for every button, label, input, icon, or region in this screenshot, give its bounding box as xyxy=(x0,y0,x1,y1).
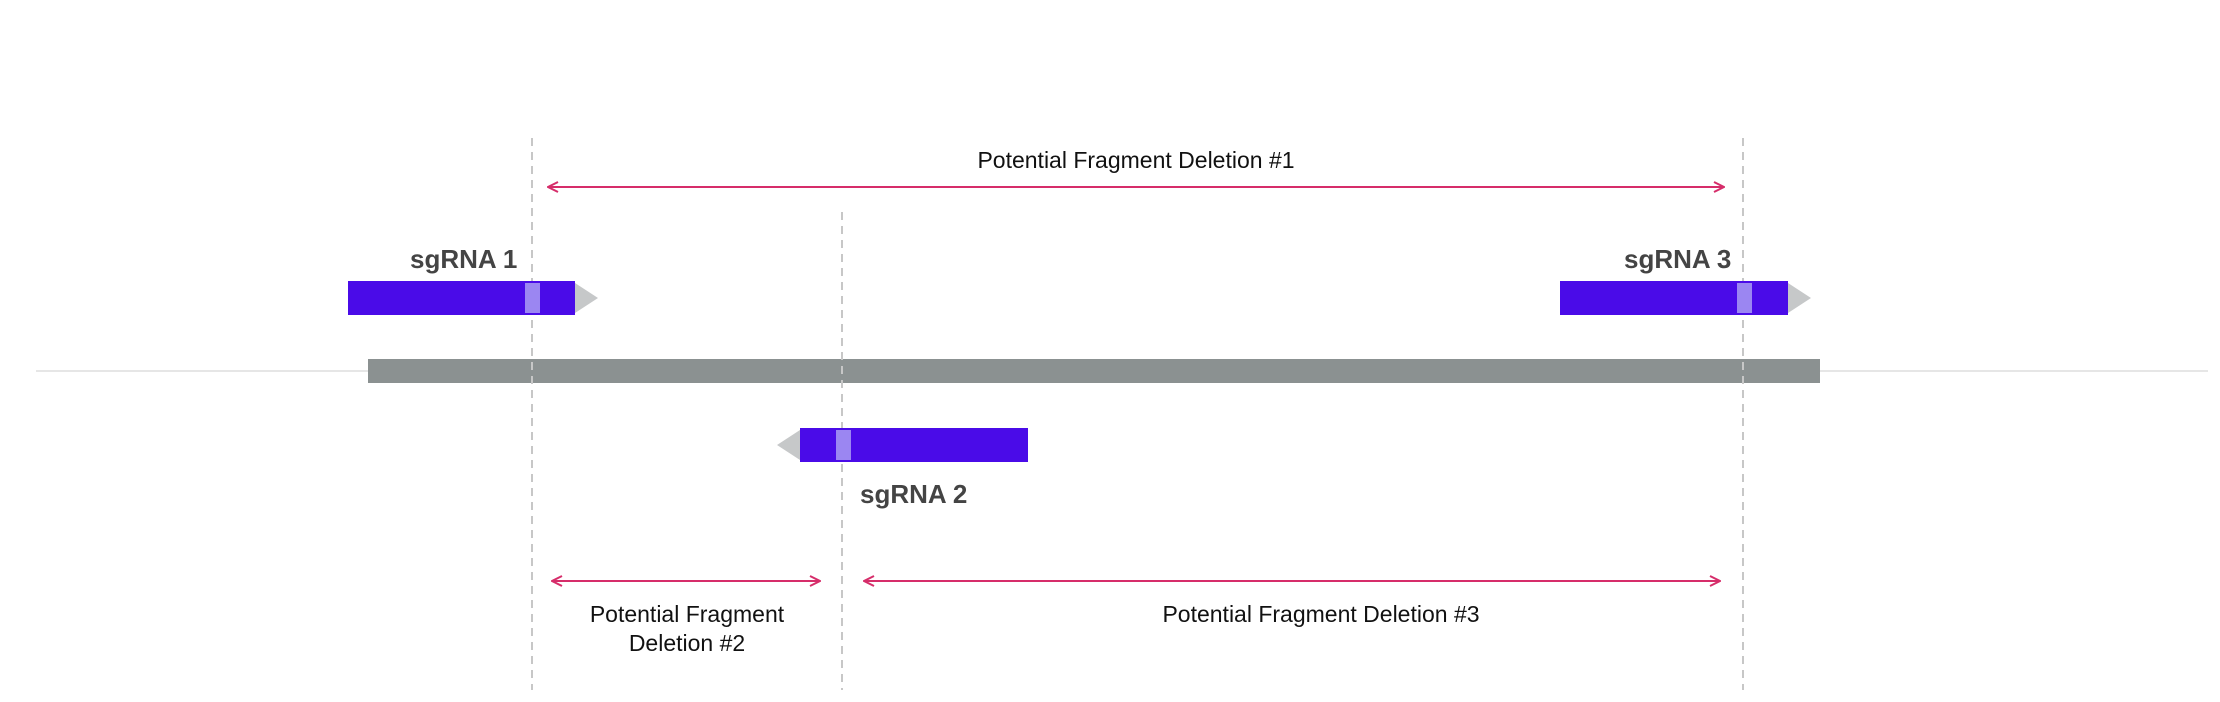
sgrna-1-pam-arrow xyxy=(575,283,598,313)
sgrna-1-cut-site xyxy=(525,283,540,313)
sgrna-2: sgRNA 2 xyxy=(777,428,1028,509)
sgrna-3-bar xyxy=(1560,281,1788,315)
deletion-2-label-line-2: Deletion #2 xyxy=(629,630,745,656)
sgrna-3-cut-site xyxy=(1737,283,1752,313)
target-dna-region xyxy=(368,359,1820,383)
deletion-1: Potential Fragment Deletion #1 xyxy=(548,147,1724,187)
sgrna-2-pam-arrow xyxy=(777,430,800,460)
sgrna-2-bar xyxy=(800,428,1028,462)
sgrna-3-pam-arrow xyxy=(1788,283,1811,313)
deletion-1-label: Potential Fragment Deletion #1 xyxy=(977,147,1294,173)
sgrna-3: sgRNA 3 xyxy=(1560,244,1811,315)
sgrna-2-cut-site xyxy=(836,430,851,460)
deletion-3-label: Potential Fragment Deletion #3 xyxy=(1162,601,1479,627)
sgrna-2-label: sgRNA 2 xyxy=(860,479,967,509)
sgrna-3-label: sgRNA 3 xyxy=(1624,244,1731,274)
sgrna-1-bar xyxy=(348,281,575,315)
deletion-3: Potential Fragment Deletion #3 xyxy=(864,581,1720,627)
deletion-2: Potential Fragment Deletion #2 xyxy=(552,581,820,656)
sgrna-1: sgRNA 1 xyxy=(348,244,598,315)
sgrna-1-label: sgRNA 1 xyxy=(410,244,517,274)
deletion-2-label-line-1: Potential Fragment xyxy=(590,601,785,627)
